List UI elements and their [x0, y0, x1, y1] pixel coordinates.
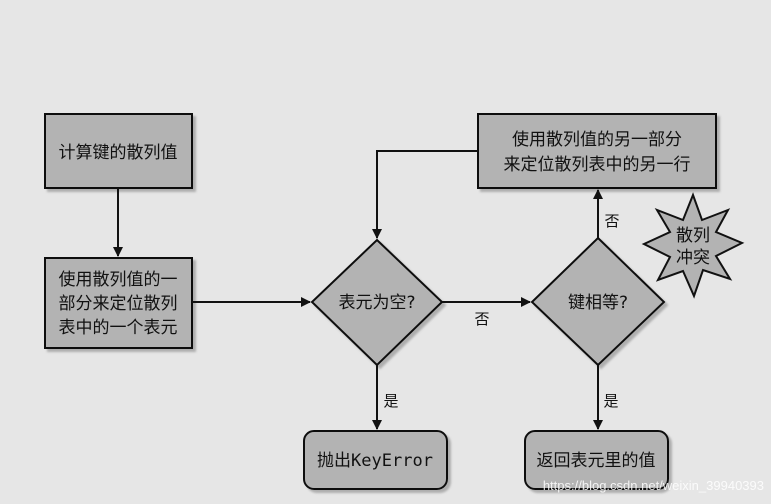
locate-entry-line-1: 使用散列值的一 [59, 269, 178, 290]
edge-label-empty-no: 否 [474, 310, 489, 328]
return-value-node: 返回表元里的值 [524, 430, 669, 490]
watermark: https://blog.csdn.net/weixin_39940393 [543, 478, 764, 493]
collision-burst: 散列 冲突 [641, 192, 745, 299]
is-empty-label: 表元为空? [338, 293, 415, 313]
raise-keyerror-node: 抛出KeyError [303, 430, 448, 490]
edge-label-equal-yes: 是 [603, 392, 618, 410]
locate-entry-line-2: 部分来定位散列 [59, 294, 178, 314]
edges [113, 150, 603, 430]
keys-equal-decision: 键相等? [530, 236, 666, 367]
edge-label-empty-yes: 是 [383, 392, 398, 410]
collision-line-1: 散列 [676, 226, 710, 246]
collision-line-2: 冲突 [676, 248, 710, 268]
compute-hash-label: 计算键的散列值 [59, 143, 178, 163]
edge-rehash-to-empty [372, 150, 478, 239]
rehash-line-2: 来定位散列表中的另一行 [504, 155, 691, 175]
rehash-node: 使用散列值的另一部分 来定位散列表中的另一行 [477, 113, 717, 189]
keys-equal-label: 键相等? [568, 293, 628, 313]
edge-label-equal-no: 否 [604, 212, 619, 230]
rehash-line-1: 使用散列值的另一部分 [512, 129, 682, 150]
is-empty-decision: 表元为空? [310, 238, 444, 367]
compute-hash-node: 计算键的散列值 [44, 113, 193, 189]
raise-keyerror-label: 抛出KeyError [317, 451, 433, 471]
return-value-label: 返回表元里的值 [537, 451, 656, 471]
locate-entry-node: 使用散列值的一 部分来定位散列 表中的一个表元 [44, 257, 193, 349]
locate-entry-line-3: 表中的一个表元 [59, 318, 178, 338]
